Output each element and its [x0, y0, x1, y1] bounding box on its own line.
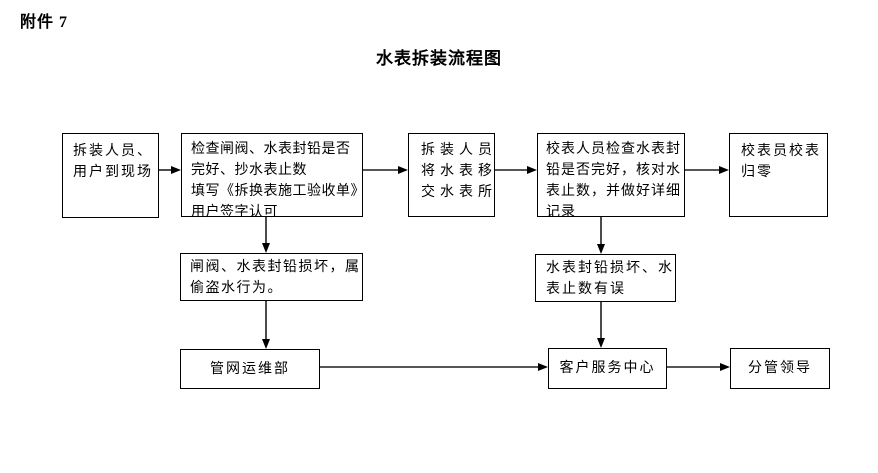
- arrowhead: [720, 363, 730, 371]
- box-line: 水表封铅损坏、水: [546, 261, 674, 276]
- arrowhead: [262, 243, 270, 253]
- box-line: 校表人员检查水表封: [546, 142, 681, 157]
- box-customer-service-center: 客户服务中心: [548, 348, 667, 389]
- attachment-label: 附件 7: [20, 14, 69, 31]
- page-title: 水表拆装流程图: [376, 49, 502, 68]
- arrowhead: [262, 339, 270, 349]
- box-line: 用户到现场: [73, 165, 153, 180]
- arrowhead: [597, 244, 605, 254]
- box-line: 用户签字认可: [191, 205, 278, 220]
- box-line: 铅是否完好，核对水: [546, 163, 681, 178]
- arrowhead: [597, 338, 605, 348]
- box-line: 表止数有误: [546, 282, 626, 297]
- box-line: 管网运维部: [210, 361, 290, 377]
- box-line: 填写《拆换表施工验收单》: [191, 184, 365, 199]
- box-calibrate-reset-zero: 校表员校表 归零: [729, 133, 828, 217]
- arrowhead: [527, 166, 537, 174]
- box-line: 检查闸阀、水表封铅是否: [191, 142, 351, 157]
- arrowhead: [171, 166, 181, 174]
- box-crew-and-user-onsite: 拆装人员、 用户到现场: [62, 133, 159, 218]
- box-line: 归零: [741, 165, 773, 180]
- box-line: 表止数，并做好详细: [546, 184, 681, 199]
- box-pipeline-ops-dept: 管网运维部: [180, 349, 320, 389]
- box-line: 闸阀、水表封铅损坏，属: [190, 260, 361, 275]
- box-line: 偷盗水行为。: [190, 281, 283, 296]
- box-calibrator-check-seal: 校表人员检查水表封 铅是否完好，核对水 表止数，并做好详细 记录: [537, 133, 685, 220]
- box-line: 拆装人员: [421, 143, 497, 158]
- box-transfer-meter-to-office: 拆装人员 将水表移 交水表所: [408, 133, 495, 217]
- arrowhead: [719, 166, 729, 174]
- box-seal-damaged-reading-error: 水表封铅损坏、水 表止数有误: [535, 254, 676, 302]
- box-line: 交水表所: [421, 185, 497, 200]
- box-check-valve-seal-record: 检查闸阀、水表封铅是否 完好、抄水表止数 填写《拆换表施工验收单》 用户签字认可: [181, 133, 365, 220]
- box-line: 客户服务中心: [559, 361, 656, 376]
- box-line: 完好、抄水表止数: [191, 163, 307, 178]
- box-line: 将水表移: [421, 164, 497, 179]
- box-seal-damaged-theft: 闸阀、水表封铅损坏，属 偷盗水行为。: [180, 253, 363, 301]
- arrowhead: [398, 166, 408, 174]
- box-line: 拆装人员、: [73, 144, 153, 159]
- box-line: 分管领导: [748, 361, 812, 376]
- arrowhead: [538, 363, 548, 371]
- box-leader-in-charge: 分管领导: [730, 348, 830, 389]
- box-line: 记录: [546, 205, 576, 220]
- box-line: 校表员校表: [741, 144, 821, 159]
